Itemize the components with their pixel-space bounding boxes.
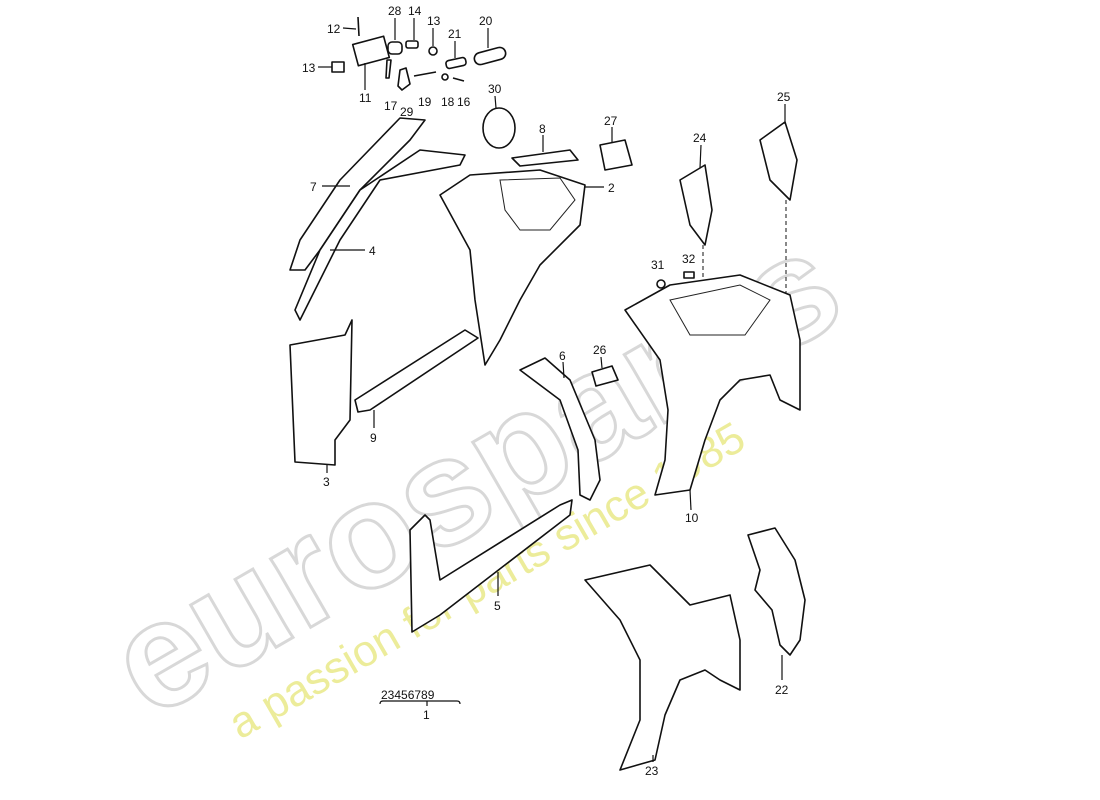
callout: 20 [479, 14, 493, 28]
part-6 [519, 357, 601, 501]
callout: 5 [494, 599, 501, 613]
callout: 10 [685, 511, 699, 525]
callout: 29 [400, 105, 414, 119]
group-parent: 1 [423, 708, 430, 722]
part-8 [511, 149, 579, 167]
part-4 [294, 149, 466, 321]
callout: 19 [418, 95, 432, 109]
callout: 31 [651, 258, 665, 272]
group-items: 23456789 [381, 688, 435, 702]
part-7 [289, 117, 426, 271]
callout: 30 [488, 82, 502, 96]
callout: 18 [441, 95, 455, 109]
part-25 [759, 121, 798, 201]
callout: 12 [327, 22, 341, 36]
callout: 28 [388, 4, 402, 18]
callout: 21 [448, 27, 462, 41]
callout: 13 [302, 61, 316, 75]
callout: 2 [608, 181, 615, 195]
callout: 17 [384, 99, 398, 113]
callout: 4 [369, 244, 376, 258]
callout: 11 [359, 91, 372, 105]
callout-labels: 12 28 14 13 21 20 13 11 17 29 19 18 16 3… [302, 4, 791, 778]
callout: 32 [682, 252, 696, 266]
callout: 16 [457, 95, 471, 109]
part-2 [439, 169, 586, 366]
part-24 [679, 164, 713, 246]
part-10 [624, 274, 801, 496]
callout: 26 [593, 343, 607, 357]
callout: 25 [777, 90, 791, 104]
callout: 7 [310, 180, 317, 194]
part-3 [289, 319, 353, 466]
part-5 [409, 499, 573, 633]
callout: 9 [370, 431, 377, 445]
callout: 13 [427, 14, 441, 28]
part-23 [584, 564, 741, 771]
callout: 14 [408, 4, 422, 18]
callout: 23 [645, 764, 659, 778]
callout: 22 [775, 683, 789, 697]
part-22 [747, 527, 806, 656]
callout: 27 [604, 114, 618, 128]
part-26 [591, 365, 619, 387]
callout: 8 [539, 122, 546, 136]
part-9 [354, 329, 479, 413]
part-27 [599, 139, 633, 171]
callout: 3 [323, 475, 330, 489]
hardware-cluster [318, 16, 516, 149]
callout: 24 [693, 131, 707, 145]
callout: 6 [559, 349, 566, 363]
